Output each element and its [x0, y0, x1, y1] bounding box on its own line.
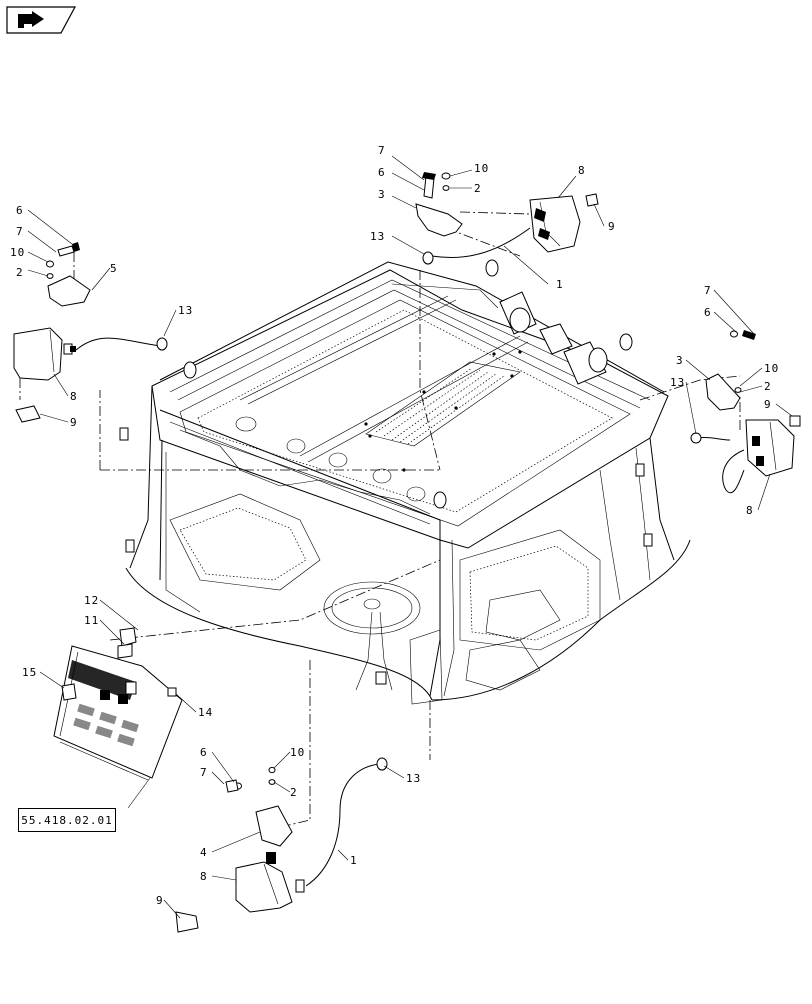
callout-3: 3 [378, 188, 386, 201]
lamp-right [745, 419, 795, 477]
callout-9: 9 [156, 894, 164, 907]
bracket-left [47, 275, 91, 307]
cab-structure [119, 259, 691, 705]
callout-13: 13 [178, 304, 193, 317]
callout-9: 9 [764, 398, 772, 411]
callout-13: 13 [370, 230, 385, 243]
callout-2: 2 [764, 380, 772, 393]
callout-9: 9 [608, 220, 616, 233]
callout-7: 7 [200, 766, 208, 779]
callout-2: 2 [474, 182, 482, 195]
callout-10: 10 [764, 362, 779, 375]
callout-1: 1 [556, 278, 564, 291]
callout-7: 7 [16, 225, 24, 238]
callout-6: 6 [378, 166, 386, 179]
lamp-assembly-left [13, 242, 168, 423]
assembly-centerlines [19, 211, 741, 831]
lamp-bottom [235, 861, 293, 913]
switch-panel [53, 627, 183, 809]
next-page-arrow-icon [6, 6, 77, 34]
callout-4: 4 [200, 846, 208, 859]
callout-5: 5 [110, 262, 118, 275]
lamp-top [529, 195, 581, 253]
lamp-assembly-bottom [175, 757, 388, 933]
callout-8: 8 [200, 870, 208, 883]
next-page-button[interactable] [6, 6, 77, 34]
callout-6: 6 [200, 746, 208, 759]
callout-13: 13 [406, 772, 421, 785]
callout-14: 14 [198, 706, 213, 719]
callout-1: 1 [350, 854, 358, 867]
callout-2: 2 [290, 786, 298, 799]
callout-10: 10 [474, 162, 489, 175]
callout-8: 8 [578, 164, 586, 177]
callout-8: 8 [746, 504, 754, 517]
callout-6: 6 [16, 204, 24, 217]
callout-leaders [27, 155, 793, 919]
bracket-right [705, 373, 741, 411]
lamp-assembly-right [690, 330, 801, 493]
callout-10: 10 [290, 746, 305, 759]
callout-7: 7 [378, 144, 386, 157]
lamp-assembly-top [415, 172, 599, 265]
callout-15: 15 [22, 666, 37, 679]
cross-reference-label[interactable]: 55.418.02.01 [18, 808, 116, 832]
bracket-bottom [255, 805, 293, 847]
callout-7: 7 [704, 284, 712, 297]
callout-13: 13 [670, 376, 685, 389]
callout-numbers: 7 6 3 13 10 2 8 9 1 6 7 10 2 5 13 8 9 7 … [10, 144, 779, 907]
callout-3: 3 [676, 354, 684, 367]
callout-6: 6 [704, 306, 712, 319]
callout-2: 2 [16, 266, 24, 279]
callout-11: 11 [84, 614, 99, 627]
bracket-top [415, 203, 463, 237]
callout-8: 8 [70, 390, 78, 403]
callout-12: 12 [84, 594, 99, 607]
lamp-left [13, 327, 63, 381]
callout-9: 9 [70, 416, 78, 429]
callout-10: 10 [10, 246, 25, 259]
